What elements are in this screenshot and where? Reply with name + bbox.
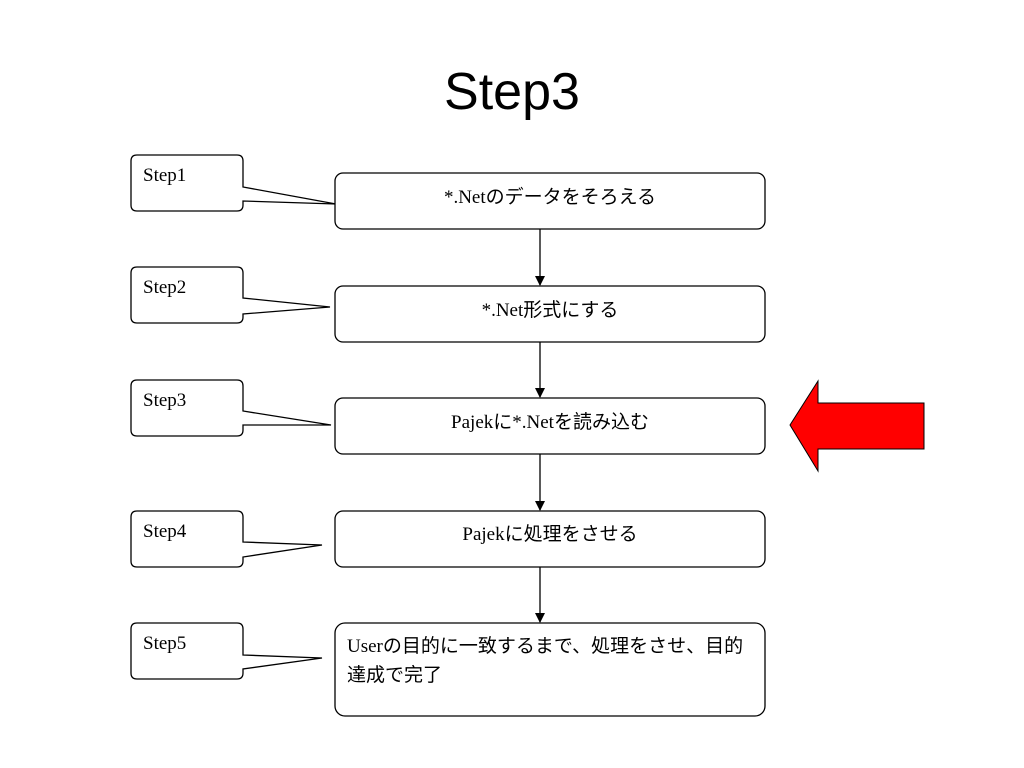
- step-label-5: Step5: [143, 633, 187, 654]
- step-label-3: Step3: [143, 390, 187, 411]
- callout-step3: [130, 379, 332, 437]
- process-box-5: [334, 622, 766, 717]
- callout-step5: [130, 622, 323, 680]
- step-label-1: Step1: [143, 165, 187, 186]
- process-text-1: *.Netのデータをそろえる: [443, 187, 657, 208]
- callout-step2: [130, 266, 331, 324]
- process-box-4: [334, 510, 766, 568]
- callout-step4: [130, 510, 323, 568]
- process-text-5: Userの目的に一致するまで、処理をさせ、目的達成で完了: [347, 636, 744, 686]
- process-box-2: [334, 285, 766, 343]
- process-text-2: *.Net形式にする: [481, 300, 619, 321]
- step-label-2: Step2: [143, 277, 187, 298]
- slide-title: Step3: [444, 63, 580, 121]
- step-label-4: Step4: [143, 521, 187, 542]
- current-step-arrow-icon: [789, 379, 925, 473]
- process-box-3: [334, 397, 766, 455]
- process-text-3: Pajekに*.Netを読み込む: [451, 412, 649, 433]
- process-text-4: Pajekに処理をさせる: [462, 524, 638, 545]
- callout-step1: [130, 154, 337, 212]
- process-box-1: [334, 172, 766, 230]
